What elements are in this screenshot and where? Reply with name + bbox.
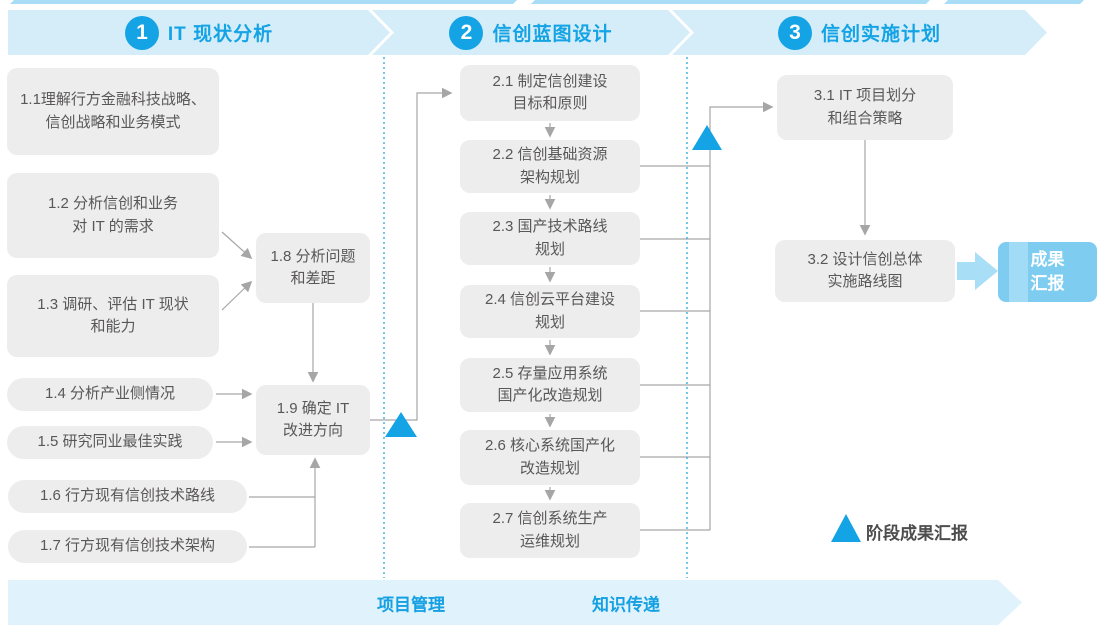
step-box-1-4: 1.4 分析产业侧情况	[7, 378, 213, 411]
footer-item-project-management: 项目管理	[377, 595, 445, 614]
phase-band-3: 3 信创实施计划	[672, 10, 1047, 55]
phase-title: 信创实施计划	[820, 24, 941, 45]
block-arrow-icon	[957, 252, 998, 290]
top-ribbon-segment	[531, 0, 930, 4]
step-box-1-1: 1.1理解行方金融科技战略、 信创战略和业务模式	[7, 68, 219, 155]
legend-label: 阶段成果汇报	[866, 524, 968, 543]
legend-triangle-icon	[831, 514, 861, 542]
step-box-2-4: 2.4 信创云平台建设 规划	[460, 285, 640, 338]
deliverable-box: 成果 汇报	[998, 242, 1097, 302]
phase-title: IT 现状分析	[167, 24, 274, 45]
step-box-1-8: 1.8 分析问题 和差距	[256, 233, 370, 303]
phase-number-badge: 3	[778, 16, 812, 50]
phase-number-badge: 1	[125, 16, 159, 50]
step-box-2-2: 2.2 信创基础资源 架构规划	[460, 140, 640, 193]
phase-band-1: 1 IT 现状分析	[8, 10, 390, 55]
step-box-1-5: 1.5 研究同业最佳实践	[7, 426, 213, 459]
connector-line	[370, 87, 453, 421]
footer-item-knowledge-transfer: 知识传递	[592, 595, 660, 614]
step-box-3-1: 3.1 IT 项目划分 和组合策略	[777, 75, 953, 140]
step-box-2-7: 2.7 信创系统生产 运维规划	[460, 503, 640, 558]
step-box-1-7: 1.7 行方现有信创技术架构	[8, 530, 247, 563]
step-box-1-6: 1.6 行方现有信创技术路线	[8, 480, 247, 513]
footer-band: 项目管理 知识传递	[8, 580, 1022, 625]
stage-report-triangle-icon	[692, 125, 722, 150]
step-box-2-6: 2.6 核心系统国产化 改造规划	[460, 430, 640, 485]
phase-number-badge: 2	[449, 16, 483, 50]
step-box-1-2: 1.2 分析信创和业务 对 IT 的需求	[7, 173, 219, 258]
deliverable-label: 成果 汇报	[1030, 250, 1065, 293]
step-box-2-1: 2.1 制定信创建设 目标和原则	[460, 65, 640, 121]
step-box-1-9: 1.9 确定 IT 改进方向	[256, 385, 370, 455]
connector-line	[221, 231, 253, 260]
phase-band-2: 2 信创蓝图设计	[372, 10, 690, 55]
step-box-1-3: 1.3 调研、评估 IT 现状 和能力	[7, 275, 219, 357]
step-box-3-2: 3.2 设计信创总体 实施路线图	[775, 240, 955, 302]
top-ribbon-segment	[944, 0, 1084, 4]
top-ribbon-segment	[10, 0, 517, 4]
connector-line	[221, 280, 253, 311]
phase-title: 信创蓝图设计	[492, 24, 613, 45]
step-box-2-3: 2.3 国产技术路线 规划	[460, 212, 640, 265]
stage-report-triangle-icon	[385, 412, 417, 437]
step-box-2-5: 2.5 存量应用系统 国产化改造规划	[460, 358, 640, 412]
deliverable-box-highlight	[1008, 242, 1028, 302]
connector-line	[709, 101, 774, 530]
